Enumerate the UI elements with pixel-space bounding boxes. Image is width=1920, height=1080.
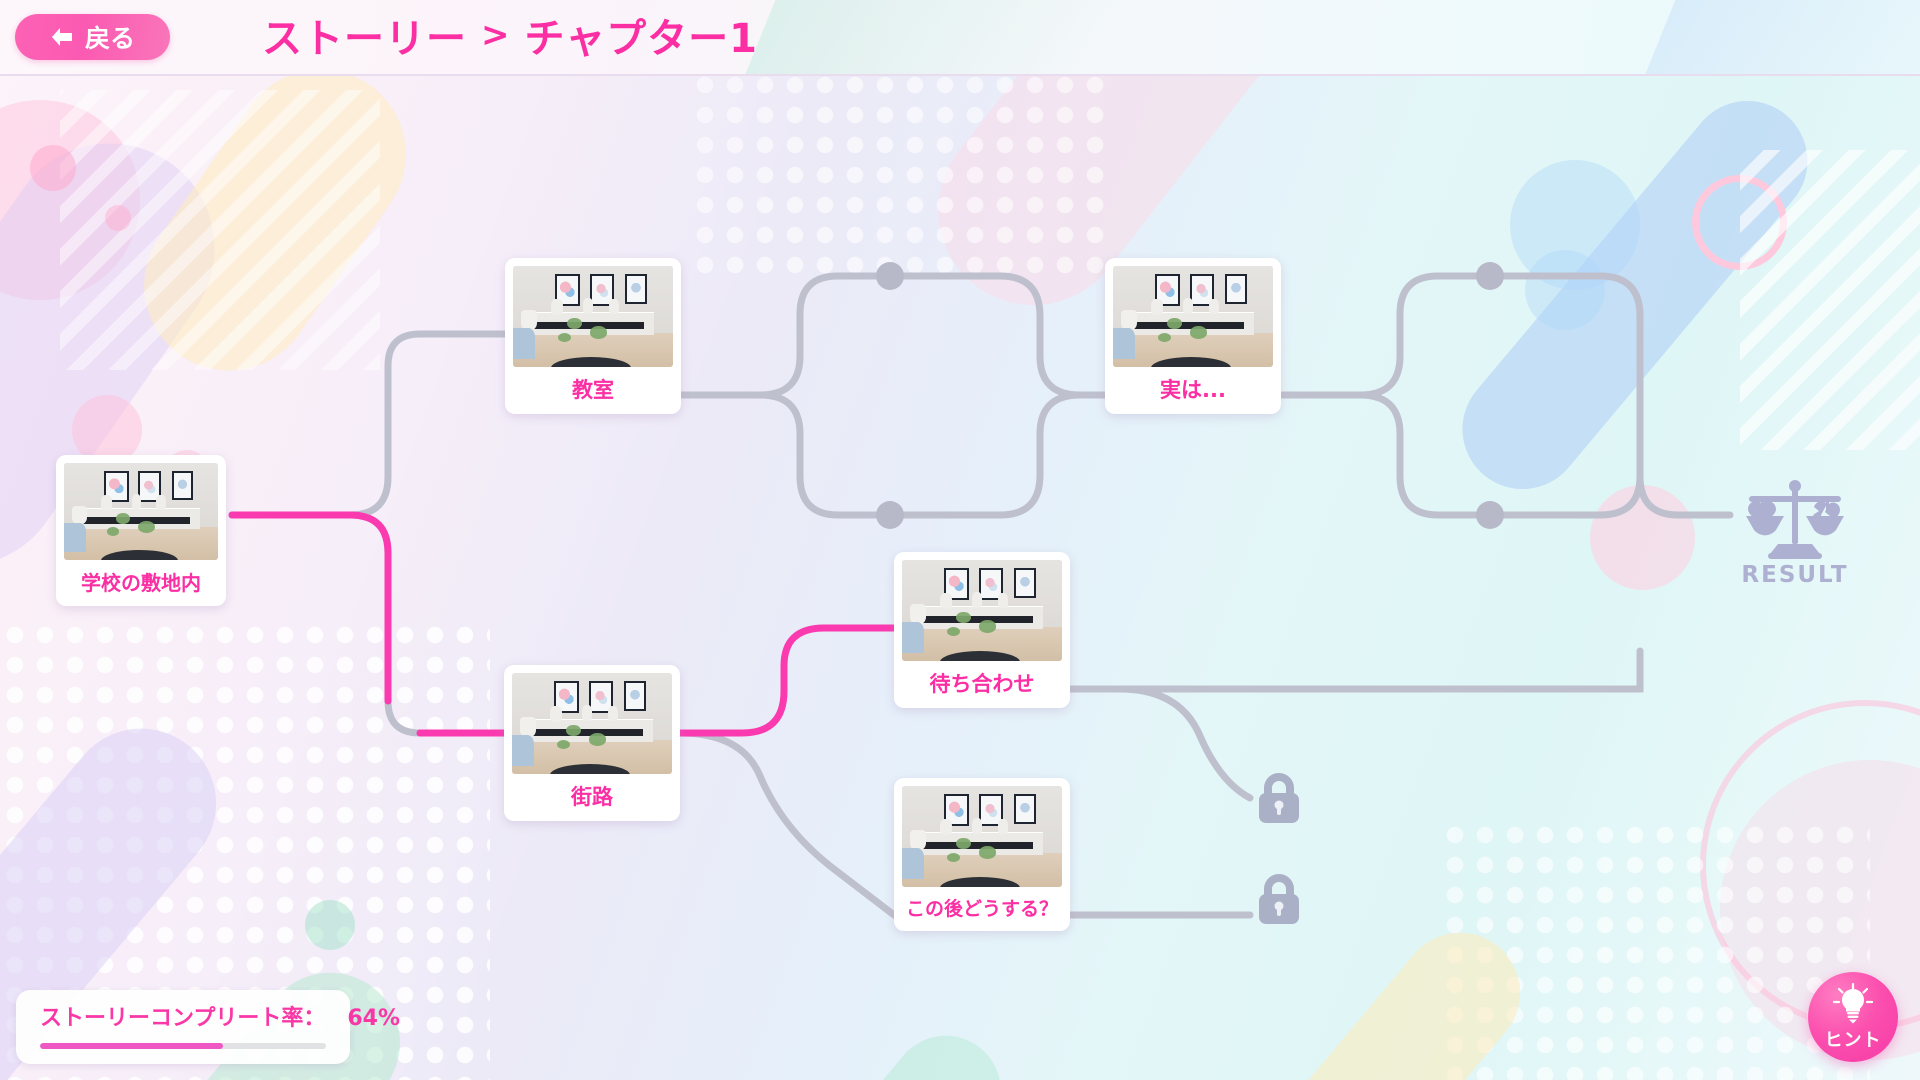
edge-branch-to-result-lower: [1596, 472, 1644, 519]
story-node-street[interactable]: 街路: [504, 665, 680, 821]
back-button[interactable]: 戻る: [15, 14, 170, 60]
edge-n1-n2: [228, 330, 509, 519]
edge-active-n3-n5: [676, 624, 898, 737]
locked-node-1[interactable]: [1250, 769, 1308, 831]
app-header: 戻る ストーリー > チャプター1: [0, 0, 1920, 76]
branch-dot: [1476, 262, 1504, 290]
room-photo: [902, 560, 1062, 661]
story-completion-panel: ストーリーコンプリート率： 64%: [16, 990, 400, 1064]
lock-icon: [1259, 773, 1299, 823]
story-node-what-next[interactable]: この後どうする？: [894, 778, 1070, 931]
chevron-right-icon: >: [481, 15, 511, 55]
node-thumbnail: [1113, 266, 1273, 367]
node-label: 学校の敷地内: [81, 571, 201, 596]
progress-row: ストーリーコンプリート率： 64%: [40, 1000, 400, 1032]
room-photo: [64, 463, 218, 561]
edge-n5-trunk: [1066, 647, 1644, 693]
edge-n2-branch-upper: [677, 272, 1004, 399]
node-label: 待ち合わせ: [929, 671, 1035, 696]
room-photo: [513, 266, 673, 367]
story-node-actually[interactable]: 実は...: [1105, 258, 1281, 414]
edge-n4-branch-upper: [1277, 272, 1604, 399]
node-thumbnail: [512, 673, 672, 774]
edge-n1-n3: [228, 511, 508, 737]
progress-fill: [40, 1043, 224, 1049]
node-label: 街路: [571, 784, 613, 809]
node-thumbnail: [64, 463, 218, 561]
locked-node-2[interactable]: [1250, 870, 1308, 932]
breadcrumb-item-story[interactable]: ストーリー: [262, 16, 467, 62]
story-node-classroom[interactable]: 教室: [505, 258, 681, 414]
progress-value: 64%: [347, 1006, 401, 1031]
story-graph-canvas: 学校の敷地内 教: [0, 76, 1920, 1080]
result-node[interactable]: RESULT: [1740, 474, 1850, 588]
arrow-left-icon: [51, 28, 72, 46]
breadcrumb: ストーリー > チャプター1: [262, 6, 758, 64]
branch-dot-group: [876, 262, 1504, 529]
branch-dot: [1476, 501, 1504, 529]
edge-branch-lower-n4: [996, 391, 1109, 519]
header-deco: [744, 0, 1136, 74]
edge-branch-to-result-upper: [1596, 272, 1704, 519]
edge-layer: [228, 262, 1734, 919]
edge-branch-upper-n4: [996, 272, 1109, 399]
edge-n4-branch-lower: [1277, 391, 1604, 519]
hint-button-label: ヒント: [1824, 1029, 1882, 1050]
node-thumbnail: [513, 266, 673, 367]
edge-active-n1-n3: [228, 511, 392, 705]
edge-n3-n6: [676, 729, 898, 919]
header-deco: [1644, 0, 1920, 74]
room-photo: [512, 673, 672, 774]
room-photo: [902, 786, 1062, 887]
story-node-meetup[interactable]: 待ち合わせ: [894, 552, 1070, 708]
edge-n5-lock1: [1116, 685, 1254, 802]
result-label: RESULT: [1741, 562, 1849, 588]
branch-dot: [876, 262, 904, 290]
progress-track: [40, 1043, 326, 1049]
progress-label: ストーリーコンプリート率：: [40, 1006, 326, 1031]
node-thumbnail: [902, 560, 1062, 661]
branch-dot: [876, 501, 904, 529]
balance-scale-hearts-icon: [1746, 480, 1844, 559]
breadcrumb-item-chapter: チャプター1: [524, 16, 758, 62]
lightbulb-icon: [1833, 982, 1873, 1023]
edge-n2-branch-lower: [677, 391, 1004, 519]
lock-icon: [1259, 874, 1299, 924]
hint-button[interactable]: ヒント: [1808, 972, 1898, 1062]
room-photo: [1113, 266, 1273, 367]
node-thumbnail: [902, 786, 1062, 887]
node-label: この後どうする？: [905, 897, 1058, 920]
story-node-school-grounds[interactable]: 学校の敷地内: [56, 455, 226, 607]
back-button-label: 戻る: [84, 25, 135, 53]
node-label: 実は...: [1160, 377, 1226, 402]
node-label: 教室: [572, 377, 614, 402]
